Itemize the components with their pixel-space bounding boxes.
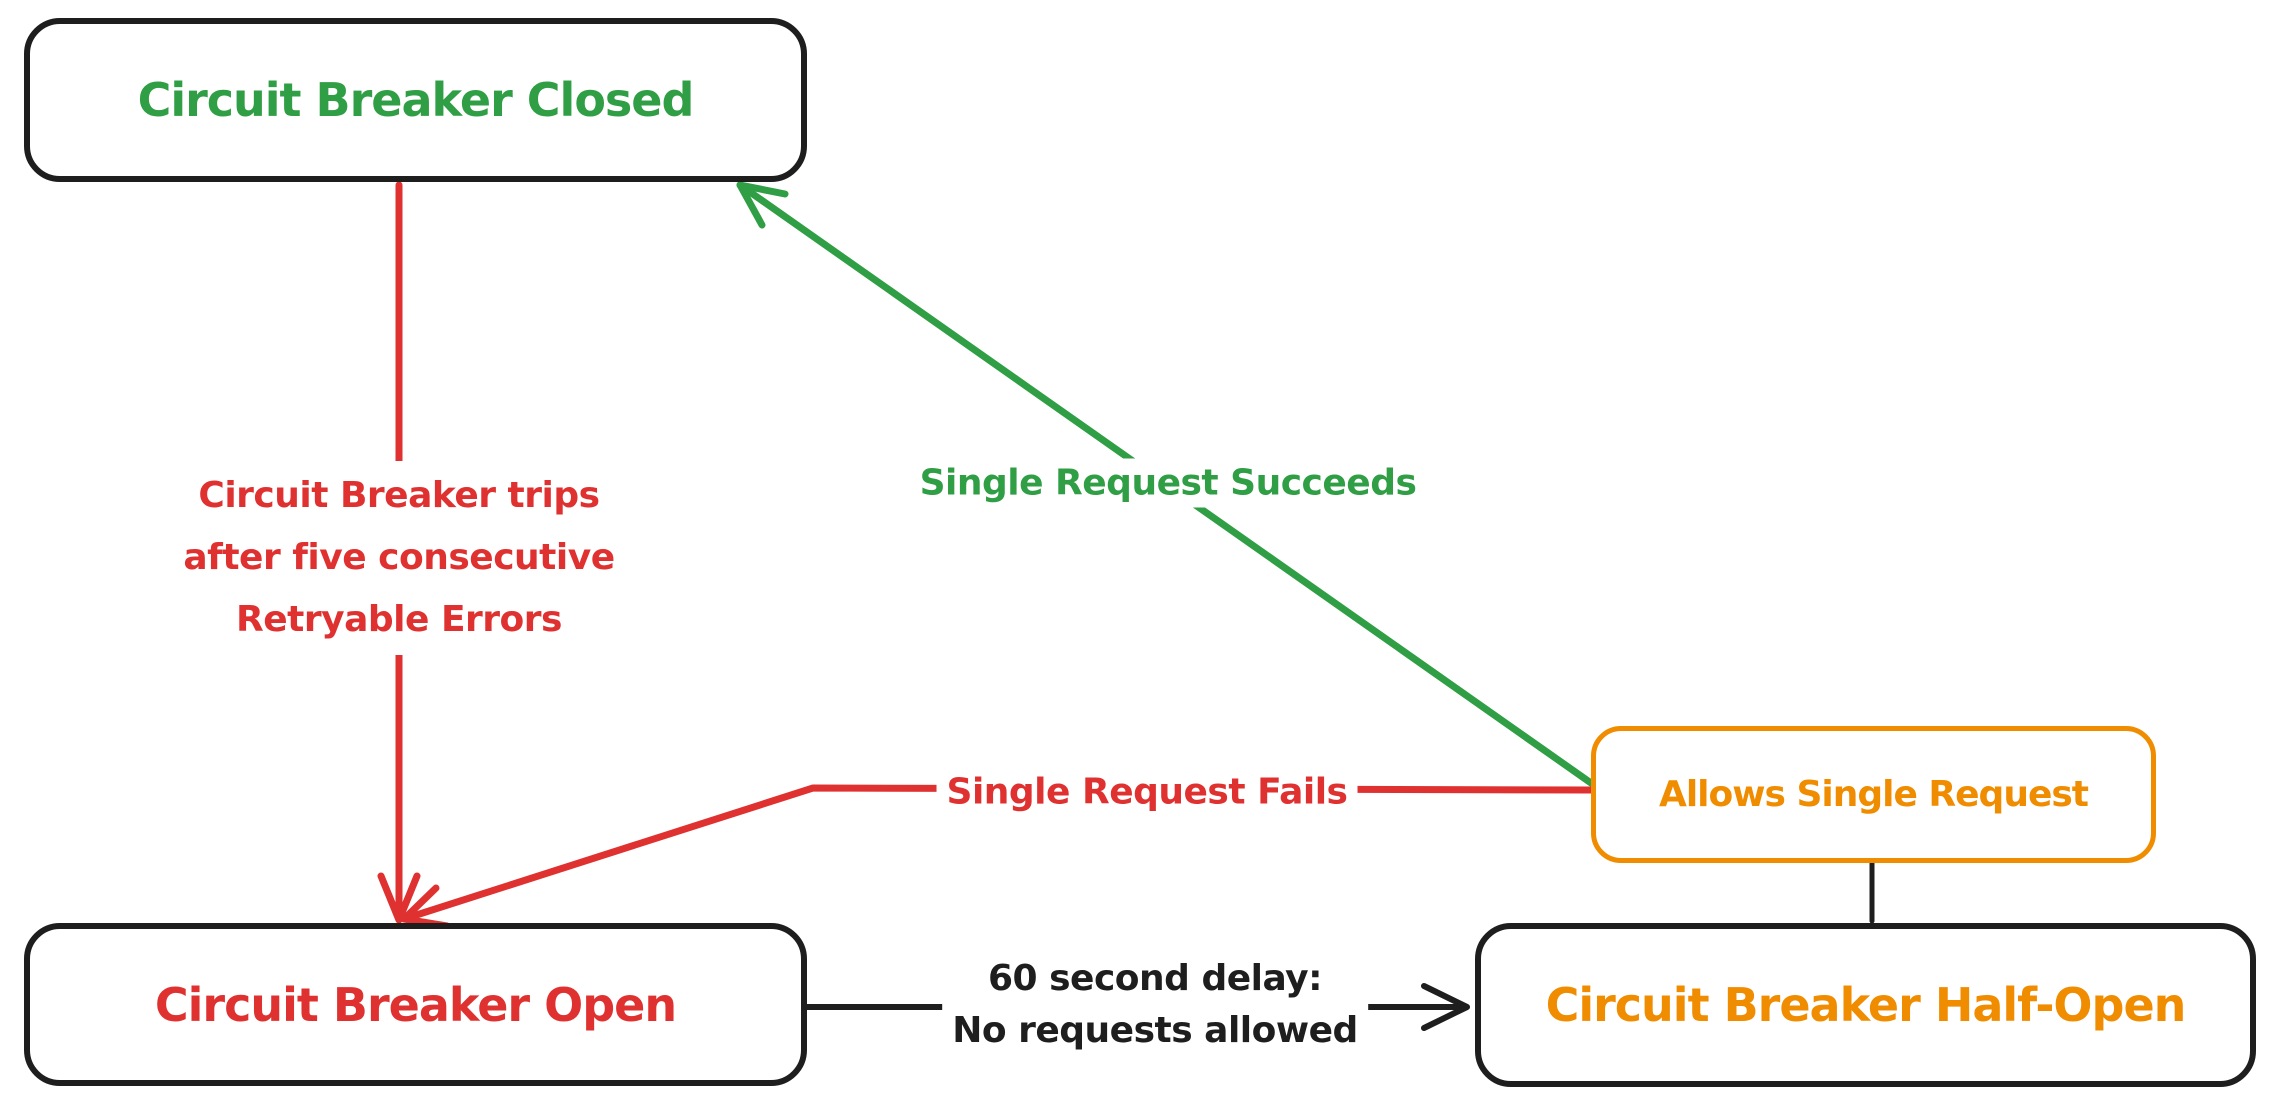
arrowhead-trips [377,872,421,924]
arrowhead-succeeds [736,181,789,229]
node-allows-single-request: Allows Single Request [1591,726,2156,863]
edge-label-line: No requests allowed [952,1010,1358,1051]
edge-label-delay: 60 second delay: No requests allowed [942,949,1368,1061]
node-circuit-breaker-half-open: Circuit Breaker Half-Open [1475,923,2256,1087]
node-label: Allows Single Request [1658,774,2089,815]
edge-label-line: after five consecutive [183,537,615,578]
edge-label-line: 60 second delay: [987,958,1323,999]
edge-label-fails: Single Request Fails [936,767,1358,817]
edge-label-trips: Circuit Breaker trips after five consecu… [173,461,625,655]
node-label: Circuit Breaker Half-Open [1545,978,2187,1032]
edge-label-succeeds: Single Request Succeeds [909,458,1427,508]
edge-label-line: Circuit Breaker trips [198,475,600,516]
node-label: Circuit Breaker Closed [137,73,695,127]
node-label: Circuit Breaker Open [154,977,677,1032]
node-circuit-breaker-open: Circuit Breaker Open [24,923,807,1086]
node-circuit-breaker-closed: Circuit Breaker Closed [24,18,807,182]
arrowhead-delay [1421,983,1470,1031]
edge-label-line: Retryable Errors [236,599,562,640]
